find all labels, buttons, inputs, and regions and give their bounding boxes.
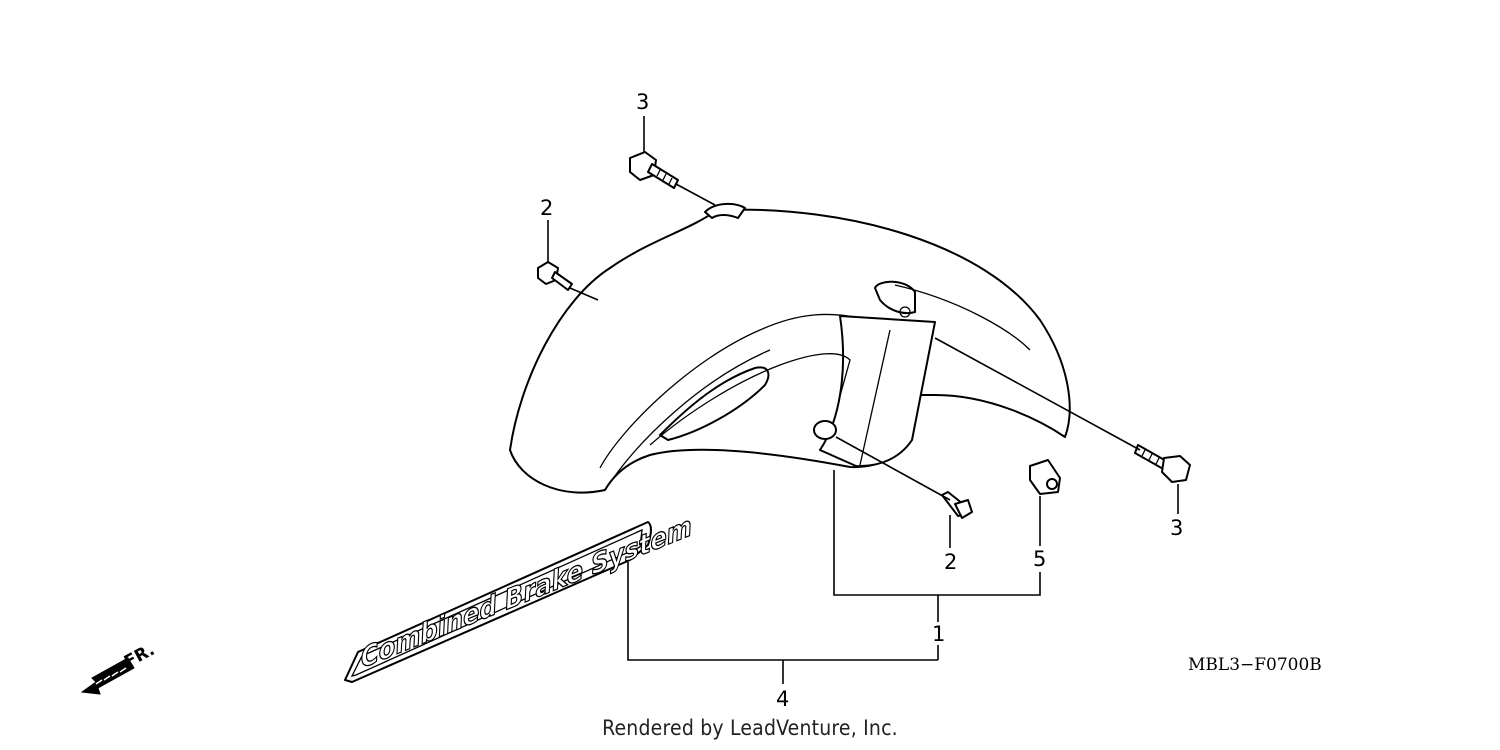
screw-left[interactable]: [537, 261, 573, 291]
flange-bolt-top[interactable]: [629, 151, 679, 189]
diagram-code: MBL3−F0700B: [1188, 655, 1322, 675]
callout-fender-assy: 1: [932, 622, 945, 646]
footer-credit: Rendered by LeadVenture, Inc.: [602, 716, 898, 740]
screw-center[interactable]: [941, 491, 973, 519]
emblem-decal[interactable]: Combined Brake System: [344, 510, 694, 683]
emblem-text: Combined Brake System: [359, 510, 694, 675]
leader-lines: [547, 116, 1179, 684]
callout-screw-center: 2: [944, 550, 957, 574]
front-fender[interactable]: [509, 202, 1071, 494]
callout-nut: 5: [1033, 547, 1046, 571]
clip-nut[interactable]: [1029, 459, 1061, 495]
callout-bolt-top: 3: [636, 90, 649, 114]
callout-emblem: 4: [776, 687, 789, 711]
callout-screw-left: 2: [540, 196, 553, 220]
front-direction-arrow: FR.: [80, 640, 158, 695]
flange-bolt-right[interactable]: [1134, 444, 1191, 483]
callout-bolt-right: 3: [1170, 516, 1183, 540]
